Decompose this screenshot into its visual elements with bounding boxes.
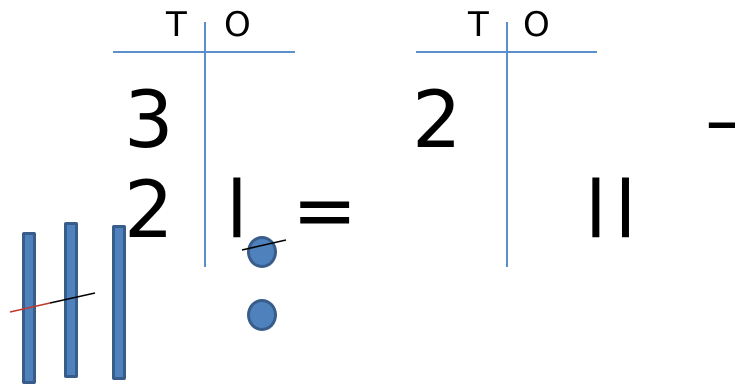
ones-dot-2 — [247, 299, 277, 331]
left-row2-ones-digit: l — [226, 166, 248, 256]
left-column-divider — [204, 22, 206, 267]
left-ones-header: O — [224, 5, 251, 45]
right-tens-header: T — [468, 5, 489, 45]
right-row1-tens-digit: 2 — [412, 76, 462, 166]
strike-line-black-dot — [241, 239, 287, 251]
right-row2-ones-digit: ll — [585, 166, 645, 256]
strike-line-black-rod — [49, 292, 96, 304]
right-ones-header: O — [523, 5, 550, 45]
minus-sign: – — [705, 82, 735, 160]
strike-line-red — [9, 302, 51, 313]
right-column-divider — [506, 22, 508, 267]
equals-sign: = — [292, 166, 358, 256]
left-row2-tens-digit: 2 — [124, 166, 174, 256]
tens-rod-3 — [112, 225, 126, 380]
left-row1-tens-digit: 3 — [124, 76, 174, 166]
ones-dot-1 — [247, 236, 277, 268]
left-tens-header: T — [166, 5, 187, 45]
